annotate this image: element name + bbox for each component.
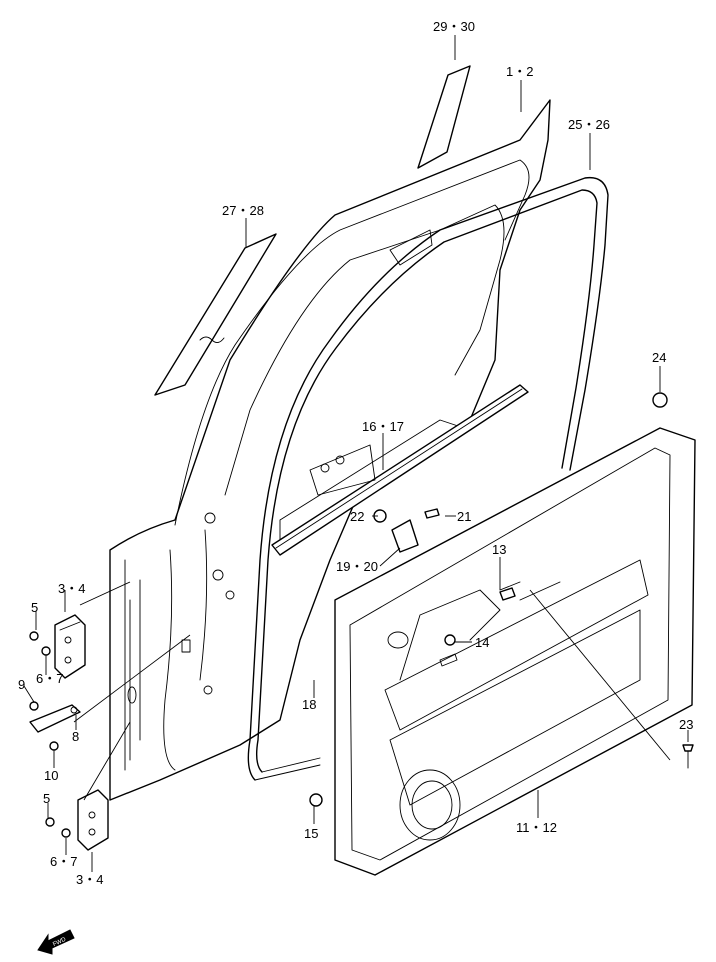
weatherstrip-25-26 bbox=[247, 176, 609, 781]
callout-14: 14 bbox=[475, 635, 489, 650]
callout-5-top: 5 bbox=[31, 600, 38, 615]
callout-labels: 29・30 1・2 25・26 27・28 24 16・17 22 21 19・… bbox=[18, 19, 693, 887]
callout-15: 15 bbox=[304, 826, 318, 841]
callout-10: 10 bbox=[44, 768, 58, 783]
callout-24: 24 bbox=[652, 350, 666, 365]
lower-hinge-3-4 bbox=[77, 789, 109, 851]
callout-5-bottom: 5 bbox=[43, 791, 50, 806]
callout-21: 21 bbox=[457, 509, 471, 524]
callout-23: 23 bbox=[679, 717, 693, 732]
callout-13: 13 bbox=[492, 542, 506, 557]
bolts bbox=[29, 392, 694, 838]
callout-1-2: 1・2 bbox=[506, 64, 533, 79]
fwd-arrow-icon: FWD bbox=[37, 929, 75, 955]
callout-19-20: 19・20 bbox=[336, 559, 378, 574]
callout-11-12: 11・12 bbox=[516, 820, 557, 835]
callout-18: 18 bbox=[302, 697, 316, 712]
window-strip-29-30 bbox=[417, 65, 471, 169]
window-channel-16-17 bbox=[271, 384, 529, 556]
callout-27-28: 27・28 bbox=[222, 203, 264, 218]
callout-22: 22 bbox=[350, 509, 364, 524]
fwd-label: FWD bbox=[52, 937, 68, 948]
callout-29-30: 29・30 bbox=[433, 19, 475, 34]
callout-6-7-top: 6・7 bbox=[36, 671, 63, 686]
outer-weatherstrip-27-28 bbox=[154, 233, 277, 396]
callout-6-7-bottom: 6・7 bbox=[50, 854, 77, 869]
upper-hinge-3-4 bbox=[54, 614, 86, 679]
callout-9: 9 bbox=[18, 677, 25, 692]
callout-3-4-bottom: 3・4 bbox=[76, 872, 103, 887]
door-trim-panel-11-12 bbox=[334, 427, 696, 876]
callout-25-26: 25・26 bbox=[568, 117, 610, 132]
leader-lines bbox=[23, 35, 689, 872]
callout-16-17: 16・17 bbox=[362, 419, 404, 434]
door-check-8 bbox=[29, 704, 81, 733]
callout-8: 8 bbox=[72, 729, 79, 744]
callout-3-4-top: 3・4 bbox=[58, 581, 85, 596]
